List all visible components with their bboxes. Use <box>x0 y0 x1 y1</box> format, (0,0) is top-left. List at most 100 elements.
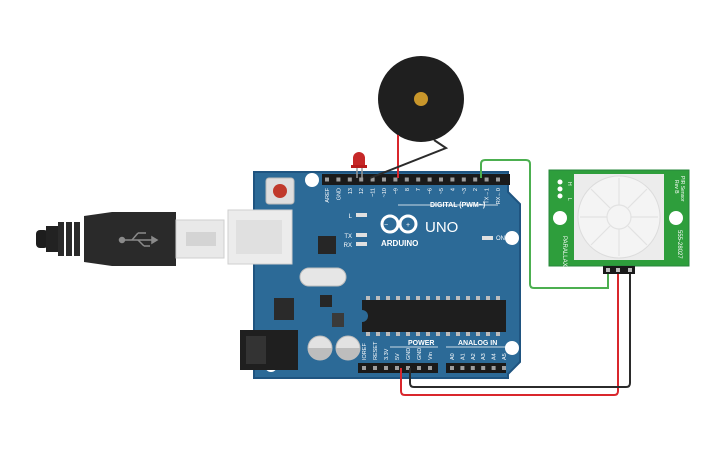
pin-hole[interactable] <box>336 177 341 182</box>
pir-pin-out[interactable] <box>606 268 610 272</box>
pin-hole[interactable] <box>461 177 466 182</box>
pir-pin-vcc[interactable] <box>616 268 620 272</box>
pin-hole[interactable] <box>470 366 475 370</box>
wire-5v-red[interactable] <box>400 272 619 396</box>
pin-hole[interactable] <box>347 177 352 182</box>
chip-pin <box>436 332 440 336</box>
buzzer-lead-negative <box>369 139 449 179</box>
chip-pin <box>466 332 470 336</box>
pin-hole[interactable] <box>417 366 421 370</box>
chip-pin <box>446 332 450 336</box>
digital-pin-holes <box>325 177 500 182</box>
chip-pin <box>396 332 400 336</box>
pin-hole[interactable] <box>359 177 364 182</box>
chip-pin <box>486 296 490 300</box>
usb-cable-ring <box>66 222 72 256</box>
piezo-buzzer[interactable] <box>378 56 464 142</box>
pin-hole[interactable] <box>325 177 329 182</box>
chip-pin <box>416 296 420 300</box>
pin-hole[interactable] <box>484 177 489 182</box>
led-tx <box>356 233 367 237</box>
chip-pin <box>386 332 390 336</box>
pin-label: 4 <box>450 188 456 191</box>
chip-pin <box>406 296 410 300</box>
pin-hole[interactable] <box>416 177 421 182</box>
chip-pin <box>426 332 430 336</box>
pin-label: 3.3V <box>384 348 390 360</box>
board-brand: ARDUINO <box>381 239 418 248</box>
pin-label: ~6 <box>428 188 434 194</box>
pin-label: 13 <box>348 188 354 194</box>
pin-hole[interactable] <box>473 177 478 182</box>
chip-pin <box>476 296 480 300</box>
pin-label: 12 <box>359 188 365 194</box>
pin-label: A1 <box>460 353 466 360</box>
led-l <box>356 213 367 217</box>
red-led[interactable] <box>351 152 367 178</box>
arduino-logo-icon <box>380 214 418 234</box>
usb-cable-end <box>36 230 48 248</box>
wire-gnd-black[interactable] <box>409 272 631 388</box>
pir-mounting-hole <box>669 211 683 225</box>
usb-icon <box>118 232 159 247</box>
chip-pin <box>446 296 450 300</box>
pin-hole[interactable] <box>496 177 500 182</box>
pir-sensor[interactable]: H L PARALLAX PIR Sensor Rev B 555-28027 <box>548 169 690 274</box>
onboard-led-label: RX <box>344 243 352 249</box>
pin-label: Vin <box>428 352 434 360</box>
pir-mounting-hole <box>553 211 567 225</box>
pin-hole[interactable] <box>373 366 377 370</box>
pin-label: RX←0 <box>496 188 502 204</box>
led-rim <box>351 165 367 168</box>
onboard-led-label: TX <box>344 234 352 240</box>
pin-hole[interactable] <box>502 366 506 370</box>
usb-cable[interactable] <box>36 212 225 266</box>
chip-pin <box>376 332 380 336</box>
pir-jumper-pad <box>557 186 563 192</box>
logo-minus: − <box>384 222 388 229</box>
pin-hole[interactable] <box>481 366 486 370</box>
pin-hole[interactable] <box>439 177 443 182</box>
pin-hole[interactable] <box>362 366 366 370</box>
pir-lens-facets <box>580 178 658 256</box>
capacitor-shade <box>336 348 360 360</box>
crystal-oscillator <box>299 267 347 287</box>
pir-maker-label: PARALLAX <box>561 236 567 267</box>
pin-label: AREF <box>325 187 331 202</box>
board-model: UNO <box>425 219 458 236</box>
pin-hole[interactable] <box>395 366 399 370</box>
pin-hole[interactable] <box>382 177 386 182</box>
pin-hole[interactable] <box>406 366 410 370</box>
buzzer-center <box>414 92 428 106</box>
pir-jumper-l: L <box>566 198 572 201</box>
pin-label: TX→1 <box>485 188 491 204</box>
voltage-regulator <box>274 298 294 320</box>
pir-jumper-h: H <box>566 182 572 186</box>
pin-label: 2 <box>473 188 479 191</box>
chip-pin <box>436 296 440 300</box>
pin-hole[interactable] <box>491 366 496 370</box>
pin-hole[interactable] <box>450 177 455 182</box>
pin-hole[interactable] <box>370 177 375 182</box>
atmega-chip <box>362 300 506 332</box>
usb-cable-strain <box>46 226 58 252</box>
usb-b-jack-inner <box>236 220 282 254</box>
chip-pin <box>486 332 490 336</box>
pin-label: A4 <box>492 353 498 360</box>
capacitor-shade <box>308 348 332 360</box>
pin-label: A0 <box>450 353 456 360</box>
reset-button[interactable] <box>273 184 287 198</box>
pin-hole[interactable] <box>393 177 398 182</box>
pin-label: GND <box>406 348 412 360</box>
pin-hole[interactable] <box>460 366 465 370</box>
pin-hole[interactable] <box>427 177 432 182</box>
pin-hole[interactable] <box>404 177 409 182</box>
pin-hole[interactable] <box>384 366 388 370</box>
pir-pin-gnd[interactable] <box>628 268 632 272</box>
pin-hole[interactable] <box>428 366 432 370</box>
pin-hole[interactable] <box>450 366 454 370</box>
wire-signal-green[interactable] <box>480 159 609 289</box>
